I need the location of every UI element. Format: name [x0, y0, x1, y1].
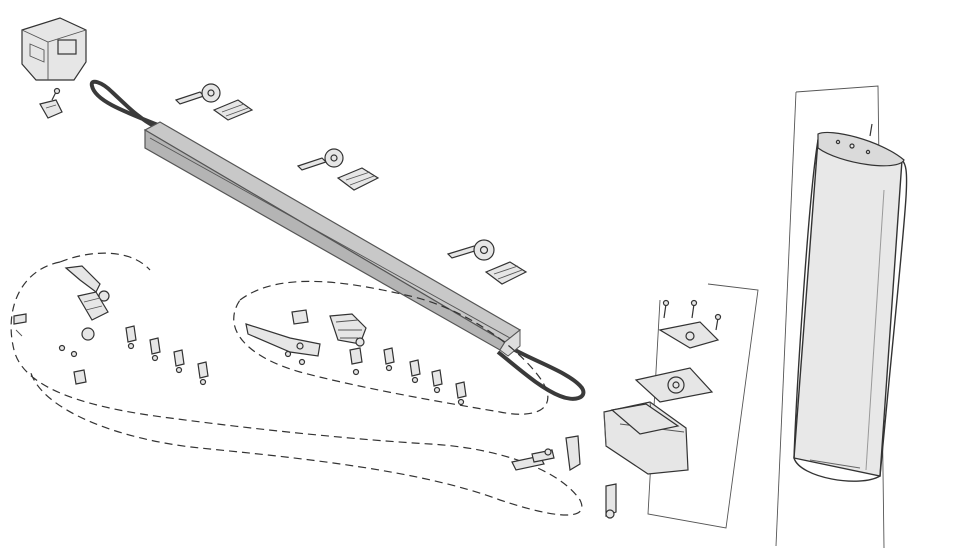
carrier-pins — [58, 344, 87, 385]
ceiling-bracket-1 — [174, 83, 221, 105]
small-screw-left — [13, 313, 27, 337]
end-cap-top-left — [21, 17, 87, 81]
master-carrier-left — [77, 291, 109, 341]
ceiling-bracket-3 — [446, 239, 495, 261]
glider-row-middle — [349, 347, 467, 406]
dashed-group-boundary-middle — [233, 280, 549, 415]
overlap-arm-bottom — [511, 448, 555, 471]
motor-end-cap — [603, 401, 689, 475]
belt — [89, 79, 586, 401]
ceiling-clip-3 — [484, 261, 528, 285]
glider-row-left — [125, 325, 209, 386]
small-clip-middle — [284, 309, 309, 366]
motor-screws — [662, 299, 722, 331]
overlap-arm-middle — [245, 323, 321, 357]
coupling-plate — [634, 367, 714, 403]
mounting-screw — [51, 87, 61, 101]
master-carrier-middle — [329, 313, 367, 347]
ceiling-bracket-2 — [296, 148, 344, 171]
curtain-rail — [143, 121, 522, 357]
trolley-arm — [64, 265, 110, 302]
motor-top-cap — [817, 123, 905, 167]
ceiling-clip-2 — [336, 167, 380, 191]
vertical-hook-2 — [605, 483, 617, 519]
carriage-clip-top-left — [39, 99, 63, 119]
ceiling-clip-1 — [212, 99, 254, 121]
vertical-hook-1 — [565, 435, 581, 471]
motor-housing — [793, 139, 908, 482]
mounting-plate — [658, 321, 720, 349]
